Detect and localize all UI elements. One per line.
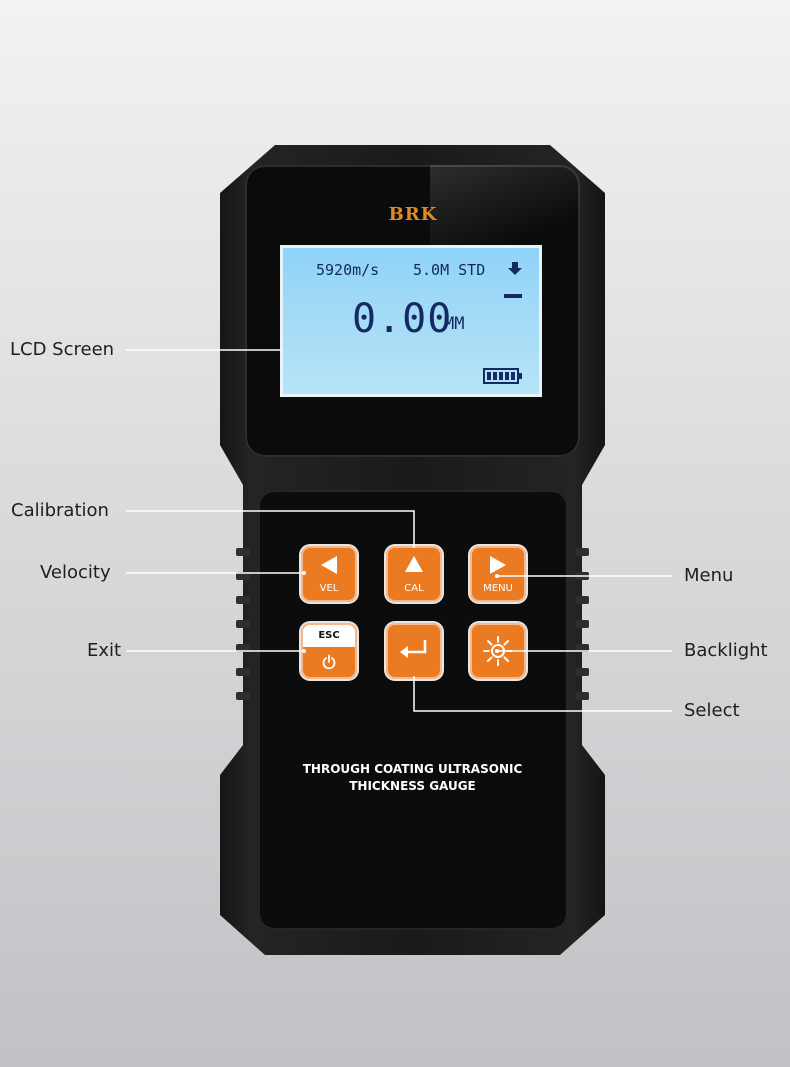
down-arrow-icon	[508, 262, 522, 275]
lcd-unit: MM	[444, 314, 465, 334]
exit-button[interactable]: ESC	[301, 623, 357, 679]
sun-icon	[483, 636, 513, 666]
enter-return-icon	[400, 640, 427, 658]
menu-button-label: MENU	[483, 583, 513, 594]
select-button[interactable]	[386, 623, 442, 679]
left-grip-ridge	[236, 692, 250, 700]
lcd-velocity: 5920m/s	[316, 261, 380, 279]
exit-button-label: ESC	[303, 625, 355, 647]
up-triangle-icon	[405, 556, 423, 572]
callout-exit: Exit	[87, 640, 122, 661]
lcd-reading: 0.00	[352, 296, 453, 342]
right-grip-ridge	[575, 620, 589, 628]
lcd-dash-indicator	[504, 294, 522, 298]
left-grip-ridge	[236, 548, 250, 556]
right-grip-ridge	[575, 548, 589, 556]
left-grip-ridge	[236, 596, 250, 604]
right-grip-ridge	[575, 572, 589, 580]
battery-icon	[483, 368, 522, 384]
callout-menu: Menu	[684, 565, 734, 586]
right-grip-ridge	[575, 644, 589, 652]
backlight-button[interactable]	[470, 623, 526, 679]
menu-button[interactable]: MENU	[470, 546, 526, 602]
lcd-probe: 5.0M STD	[413, 261, 486, 279]
calibration-button[interactable]: CAL	[386, 546, 442, 602]
callout-backlight: Backlight	[684, 640, 768, 661]
left-grip-ridge	[236, 572, 250, 580]
caption-line-1: THROUGH COATING ULTRASONIC	[302, 762, 523, 776]
left-triangle-icon	[321, 556, 337, 574]
lcd-screen: 5920m/s 5.0M STD 0.00 MM	[280, 245, 542, 397]
left-grip-ridge	[236, 668, 250, 676]
velocity-button[interactable]: VEL	[301, 546, 357, 602]
power-icon	[322, 654, 336, 670]
callout-lcd-screen: LCD Screen	[10, 339, 115, 360]
caption-line-2: THICKNESS GAUGE	[349, 779, 476, 793]
left-grip-ridge	[236, 620, 250, 628]
right-triangle-icon	[490, 556, 506, 574]
right-grip-ridge	[575, 668, 589, 676]
left-grip-ridge	[236, 644, 250, 652]
velocity-button-label: VEL	[319, 583, 339, 594]
callout-velocity: Velocity	[40, 562, 111, 583]
right-grip-ridge	[575, 596, 589, 604]
calibration-button-label: CAL	[404, 583, 424, 594]
right-grip-ridge	[575, 692, 589, 700]
callout-calibration: Calibration	[11, 500, 109, 521]
brand-logo: BRK	[388, 204, 438, 225]
device-caption: THROUGH COATING ULTRASONIC THICKNESS GAU…	[270, 761, 555, 795]
callout-select: Select	[684, 700, 740, 721]
